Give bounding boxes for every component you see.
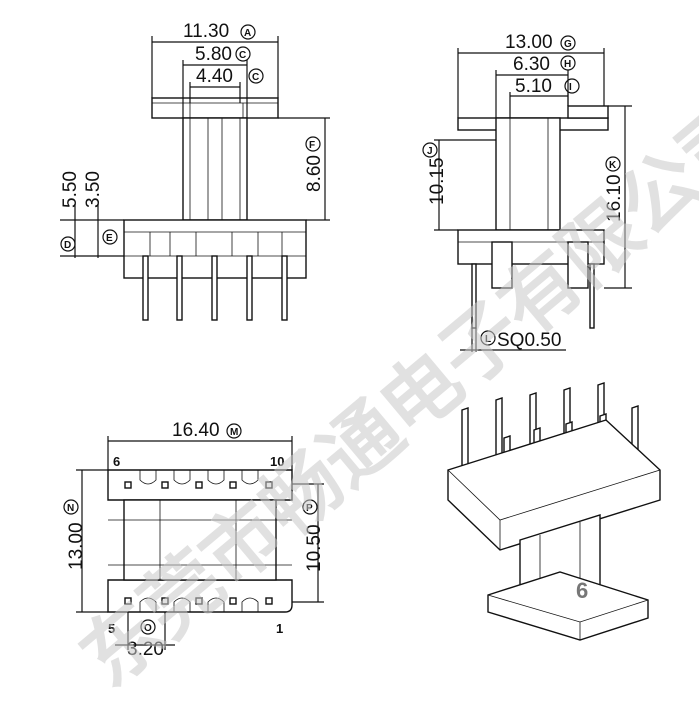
dim-c-ref: C [252,72,259,83]
front-view: 11.30 A 5.80 C 4.40 C 8.60 F 5.50 3.50 D [60,21,330,321]
dim-f-value: 8.60 [304,155,325,192]
dim-e-ref: E [106,233,113,244]
bottom-bottom-row [107,579,293,613]
dim-l-ref: L [485,334,491,345]
dim-b-value: 5.80 [195,44,232,65]
top-flange [151,97,279,119]
bottom-core [123,499,277,581]
dim-h-ref: H [564,59,571,70]
dim-o-value: 3.20 [127,639,164,660]
dim-g-value: 13.00 [505,32,553,53]
side-view: 13.00 G 6.30 H 5.10 I 10.15 J 16.10 K [422,32,632,352]
bottom-view: 16.40 M 13.00 N 10.50 P O 3.20 6 10 5 1 [63,420,325,660]
pin-label-1: 1 [276,621,283,636]
dim-p-ref: P [306,503,313,514]
dim-k-ref: K [609,160,617,171]
dim-a-ref: A [244,28,251,39]
iso-top-flange [447,419,661,551]
dim-d-ref: D [64,240,71,251]
dim-p-value: 10.50 [304,524,325,572]
dim-j-value: 10.15 [427,157,448,205]
dim-a-value: 11.30 [183,21,229,42]
dim-o-ref: O [144,623,152,634]
iso-label: 6 [576,578,588,603]
front-pins [142,255,288,321]
side-core [495,117,561,231]
dim-j-ref: J [427,146,433,157]
center-core [182,117,248,221]
dim-g-ref: G [564,39,572,50]
dim-i-ref: I [569,82,572,93]
iso-view: 6 [447,382,661,641]
dim-l-value: SQ0.50 [497,330,561,351]
dim-n-value: 13.00 [66,522,87,570]
dim-5-50: 5.50 [60,171,81,208]
bottom-pin-squares [124,481,273,605]
dim-m-ref: M [230,427,238,438]
dim-n-ref: N [67,503,74,514]
dim-f-ref: F [309,140,315,151]
dim-m-value: 16.40 [172,420,220,441]
dim-i-value: 5.10 [515,76,552,97]
iso-bottom-flange [487,571,649,641]
dim-b-ref: C [239,50,246,61]
dim-h-value: 6.30 [513,54,550,75]
pin-label-6: 6 [113,454,120,469]
pin-label-10: 10 [270,454,284,469]
dim-3-50: 3.50 [83,171,104,208]
side-pin-right [589,263,595,329]
dim-c-value: 4.40 [196,66,233,87]
side-pin-left [471,263,477,329]
dim-k-value: 16.10 [604,174,625,222]
pin-label-5: 5 [108,621,115,636]
